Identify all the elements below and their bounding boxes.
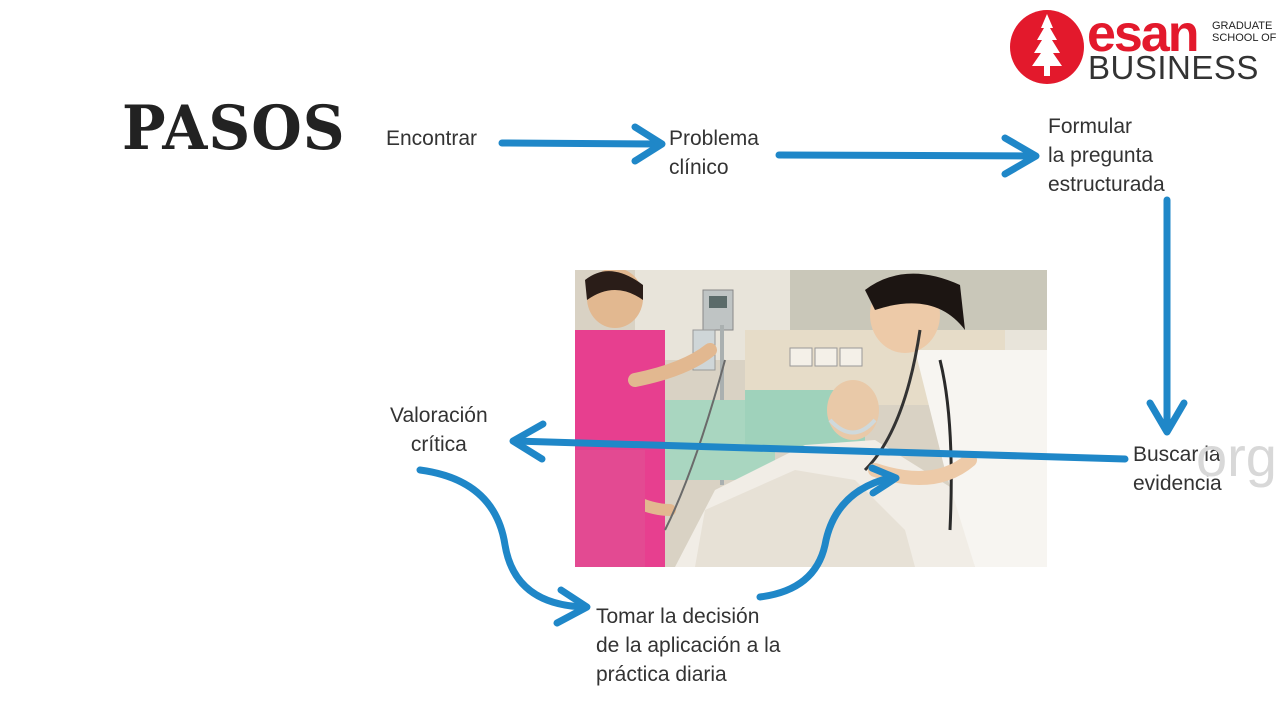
tree-icon	[1032, 14, 1062, 76]
arrow-problema-formular	[775, 151, 1038, 160]
esan-logo	[1010, 10, 1084, 84]
clinical-photo	[575, 270, 1047, 567]
step-problema-clinico: Problema clínico	[669, 127, 759, 179]
step-tomar-decision: Tomar la decisión de la aplicación a la …	[596, 605, 781, 686]
arrow-encontrar-problema	[498, 139, 664, 148]
watermark: org	[1196, 425, 1277, 488]
step-valoracion-critica: Valoración crítica	[390, 404, 488, 456]
step-buscar-evidencia: Buscar la evidencia	[1133, 443, 1222, 495]
step-encontrar: Encontrar	[386, 127, 478, 150]
logo-brand: esan	[1087, 5, 1200, 63]
slide-title: PASOS	[122, 92, 346, 164]
logo-graduate: GRADUATE SCHOOL OF	[1212, 20, 1277, 44]
step-formular-pregunta: Formular la pregunta estructurada	[1048, 115, 1165, 196]
logo-business: BUSINESS	[1088, 49, 1259, 86]
arrow-valoracion-tomar	[416, 466, 589, 611]
